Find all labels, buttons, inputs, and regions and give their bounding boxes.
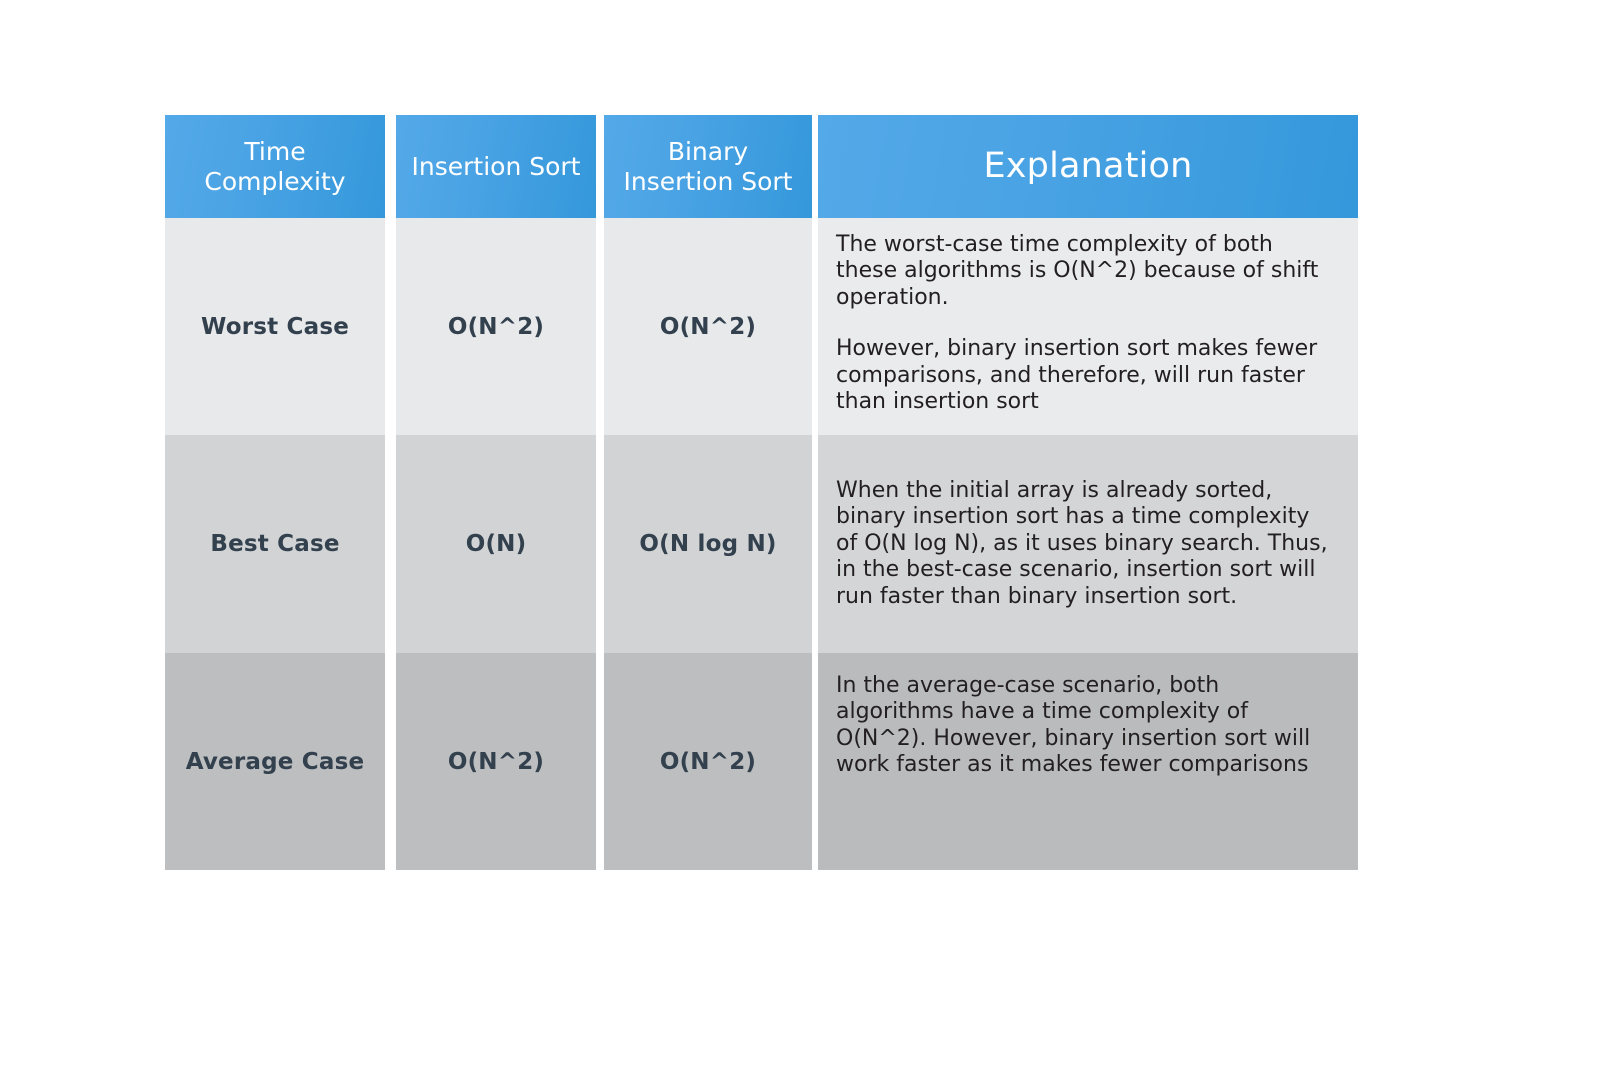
value-binary-insertion-sort-best: O(N log N) — [639, 531, 777, 557]
value-cell-insertion-sort-average: O(N^2) — [396, 653, 596, 870]
value-insertion-sort-worst: O(N^2) — [447, 313, 545, 340]
explanation-cell-worst-case: The worst-case time complexity of both t… — [818, 218, 1358, 435]
table-row: Worst Case O(N^2) O(N^2) The worst-case … — [165, 218, 1358, 435]
header-cell-insertion-sort: Insertion Sort — [396, 115, 596, 218]
row-label-cell-best-case: Best Case — [165, 435, 385, 653]
explanation-paragraph: The worst-case time complexity of both t… — [836, 232, 1319, 310]
value-cell-insertion-sort-best: O(N) — [396, 435, 596, 653]
value-cell-binary-insertion-sort-worst: O(N^2) — [604, 218, 812, 435]
explanation-paragraph: When the initial array is already sorted… — [836, 478, 1328, 609]
row-label-average-case: Average Case — [185, 748, 365, 775]
row-label-cell-worst-case: Worst Case — [165, 218, 385, 435]
row-label-cell-average-case: Average Case — [165, 653, 385, 870]
value-binary-insertion-sort-average: O(N^2) — [659, 748, 757, 775]
value-cell-binary-insertion-sort-best: O(N log N) — [604, 435, 812, 653]
value-cell-insertion-sort-worst: O(N^2) — [396, 218, 596, 435]
explanation-paragraph: In the average-case scenario, both algor… — [836, 673, 1311, 778]
value-insertion-sort-average: O(N^2) — [447, 748, 545, 775]
header-cell-binary-insertion-sort: Binary Insertion Sort — [604, 115, 812, 218]
table-header-row: Time Complexity Insertion Sort Binary In… — [165, 115, 1358, 218]
row-label-best-case: Best Case — [210, 531, 340, 557]
row-label-worst-case: Worst Case — [200, 313, 350, 340]
header-cell-explanation: Explanation — [818, 115, 1358, 218]
header-label-explanation: Explanation — [983, 145, 1193, 186]
complexity-comparison-table: Time Complexity Insertion Sort Binary In… — [165, 115, 1358, 870]
header-label-insertion-sort: Insertion Sort — [411, 151, 581, 181]
explanation-cell-best-case: When the initial array is already sorted… — [818, 435, 1358, 653]
table-row: Average Case O(N^2) O(N^2) In the averag… — [165, 653, 1358, 870]
explanation-cell-average-case: In the average-case scenario, both algor… — [818, 653, 1358, 870]
table-row: Best Case O(N) O(N log N) When the initi… — [165, 435, 1358, 653]
value-binary-insertion-sort-worst: O(N^2) — [659, 313, 757, 340]
explanation-paragraph: However, binary insertion sort makes few… — [836, 336, 1318, 414]
header-label-binary-insertion-sort: Binary Insertion Sort — [623, 137, 793, 196]
value-insertion-sort-best: O(N) — [465, 531, 527, 557]
header-label-time-complexity: Time Complexity — [204, 137, 346, 196]
header-cell-time-complexity: Time Complexity — [165, 115, 385, 218]
value-cell-binary-insertion-sort-average: O(N^2) — [604, 653, 812, 870]
